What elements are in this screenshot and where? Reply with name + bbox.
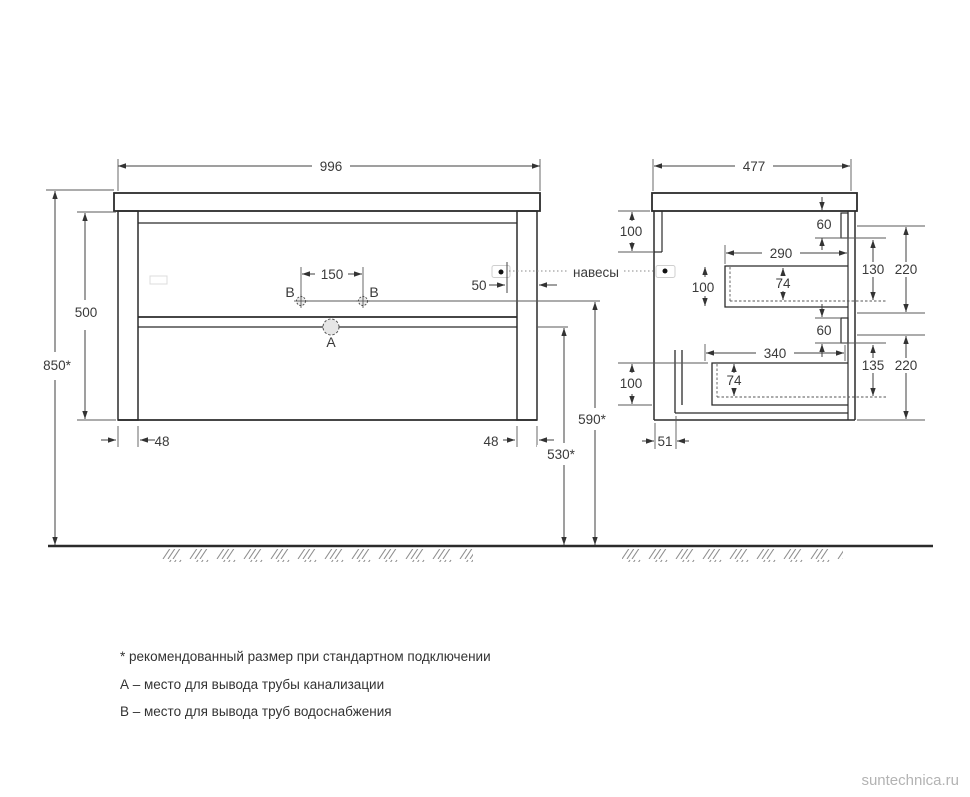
dim-inset-left: 48 — [154, 434, 169, 449]
footnote-asterisk: * рекомендованный размер при стандартном… — [120, 649, 491, 664]
dim-side-drawer-top-inner: 74 — [775, 276, 791, 291]
label-bg — [315, 266, 348, 281]
label-bg — [537, 445, 585, 462]
front-right-panel — [516, 210, 538, 421]
dim-hanger-offset: 50 — [471, 278, 486, 293]
dim-side-front-bottom: 220 — [895, 358, 918, 373]
side-bracket-top — [840, 212, 849, 239]
hole-b-right — [356, 294, 370, 308]
front-hanger-dot — [498, 269, 504, 275]
dim-front-width: 996 — [320, 159, 343, 174]
footnote-b: В – место для вывода труб водоснабжения — [120, 704, 392, 719]
side-hanger-box — [655, 265, 676, 278]
front-view — [113, 192, 600, 421]
dim-side-drawer-bottom-inner: 74 — [726, 373, 742, 388]
label-bg — [568, 410, 616, 427]
label-bg — [36, 356, 78, 373]
dim-inset-right: 48 — [483, 434, 498, 449]
marker-b-left: В — [285, 284, 294, 300]
ground-hatch-left — [158, 549, 473, 562]
dim-side-drawer-top-height: 100 — [692, 280, 715, 295]
front-countertop — [113, 192, 541, 212]
side-drawer1-box — [724, 265, 848, 308]
dim-side-gap-top: 130 — [862, 262, 885, 277]
dim-side-top-rail: 100 — [620, 224, 643, 239]
label-bg — [66, 304, 106, 321]
side-countertop — [651, 192, 858, 212]
side-bracket-bottom — [840, 317, 849, 344]
dim-side-depth: 477 — [743, 159, 766, 174]
dim-front-cabinet-height: 500 — [75, 305, 98, 320]
dim-front-height-floor: 850* — [43, 358, 72, 373]
label-bg — [312, 158, 350, 174]
label-bg — [762, 245, 800, 261]
hole-a-circle — [322, 318, 340, 336]
dim-side-drawer-bottom-depth: 340 — [764, 346, 787, 361]
side-view — [651, 192, 886, 421]
front-left-hanger-mark — [149, 275, 168, 285]
label-backgrounds — [36, 158, 800, 462]
dim-side-drawer-top-depth: 290 — [770, 246, 793, 261]
dim-side-gap-bottom: 135 — [862, 358, 885, 373]
dimension-labels: 996 850* 500 150 50 48 48 590* 530* В В … — [43, 159, 917, 462]
side-hanger-dot — [662, 268, 668, 274]
watermark: suntechnica.ru — [861, 772, 959, 789]
footnotes: * рекомендованный размер при стандартном… — [120, 649, 491, 719]
ground-hatch-right — [622, 549, 843, 562]
hangers-label: навесы — [573, 265, 619, 280]
dim-side-bracket-bottom: 60 — [816, 323, 831, 338]
label-bg — [688, 279, 719, 294]
dim-drain-height: 530* — [547, 447, 576, 462]
dim-side-front-top: 220 — [895, 262, 918, 277]
label-bg — [771, 276, 795, 290]
side-drawer2-box — [711, 362, 848, 406]
marker-a: А — [326, 334, 336, 350]
dim-side-back-offset: 51 — [657, 434, 672, 449]
front-left-panel — [117, 210, 139, 421]
dim-side-bracket-top: 60 — [816, 217, 831, 232]
dim-supply-spacing: 150 — [321, 267, 344, 282]
ground — [48, 544, 933, 562]
dim-side-bottom-rail: 100 — [620, 376, 643, 391]
label-bg — [735, 158, 773, 174]
footnote-a: А – место для вывода трубы канализации — [120, 677, 384, 692]
extension-lines — [46, 159, 925, 449]
label-bg — [722, 373, 746, 387]
hole-b-left — [294, 294, 308, 308]
marker-b-right: В — [369, 284, 378, 300]
dim-supply-height: 590* — [578, 412, 607, 427]
label-bg — [756, 345, 794, 361]
